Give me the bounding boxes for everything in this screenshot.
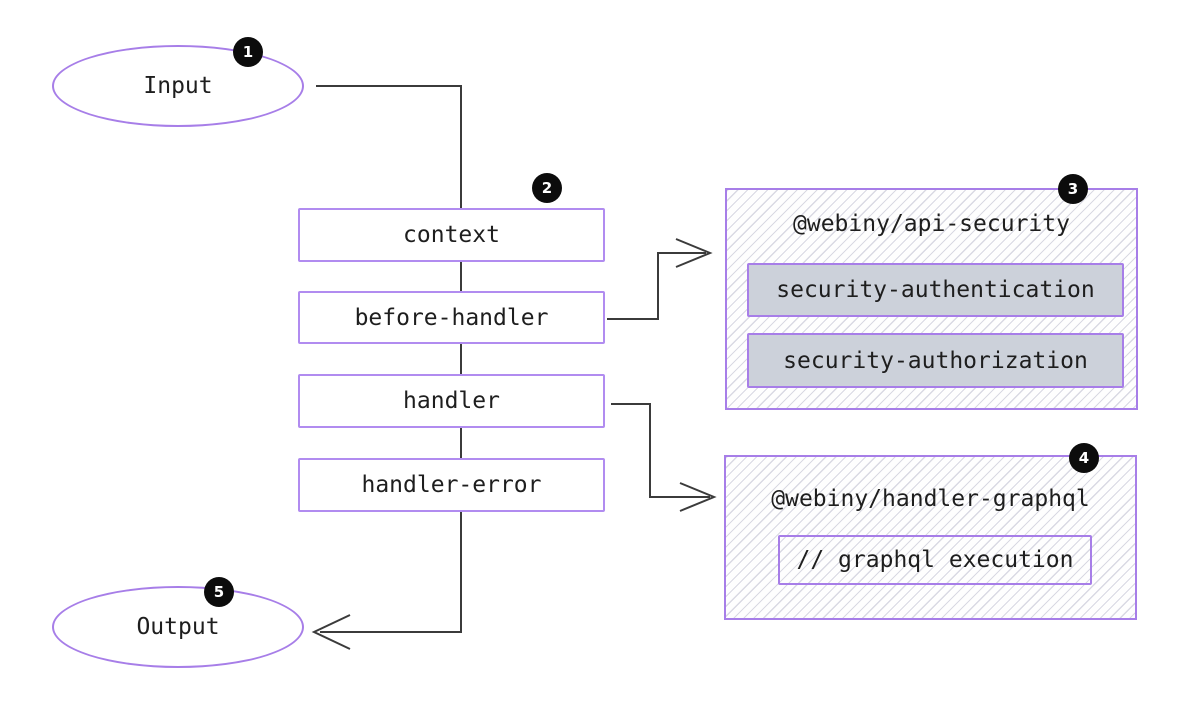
connector-main-flow	[316, 85, 462, 633]
input-node: Input	[52, 45, 304, 127]
package-handler-graphql: @webiny/handler-graphql // graphql execu…	[724, 455, 1137, 620]
arrowhead-to-api-security-icon	[675, 238, 713, 268]
output-label: Output	[136, 614, 220, 640]
flow-step-before-handler: before-handler	[298, 291, 605, 344]
plugin-security-authorization: security-authorization	[747, 333, 1124, 388]
step-number-badge-1: 1	[233, 37, 263, 67]
arrowhead-to-handler-graphql-icon	[679, 482, 717, 512]
step-number-badge-4: 4	[1069, 443, 1099, 473]
plugin-label: security-authorization	[783, 347, 1088, 374]
step-number-badge-3: 3	[1058, 174, 1088, 204]
plugin-security-authentication: security-authentication	[747, 263, 1124, 317]
connector-before-handler-to-api-security	[607, 252, 706, 320]
output-node: Output	[52, 586, 304, 668]
input-label: Input	[143, 73, 213, 99]
plugin-label: // graphql execution	[796, 547, 1074, 573]
package-api-security: @webiny/api-security security-authentica…	[725, 188, 1138, 410]
flow-step-context: context	[298, 208, 605, 262]
flow-step-label: before-handler	[354, 304, 549, 331]
flow-step-handler: handler	[298, 374, 605, 428]
package-title: @webiny/handler-graphql	[771, 486, 1090, 512]
connector-handler-to-handler-graphql	[611, 403, 710, 498]
plugin-label: security-authentication	[776, 277, 1095, 303]
arrowhead-to-output-icon	[311, 614, 351, 650]
flow-step-label: handler-error	[361, 472, 542, 498]
step-number-badge-2: 2	[532, 173, 562, 203]
package-title: @webiny/api-security	[793, 211, 1070, 237]
step-number-badge-5: 5	[204, 577, 234, 607]
flow-step-handler-error: handler-error	[298, 458, 605, 512]
flow-step-label: handler	[403, 388, 500, 414]
flow-step-label: context	[403, 222, 500, 248]
plugin-graphql-execution: // graphql execution	[778, 535, 1092, 585]
